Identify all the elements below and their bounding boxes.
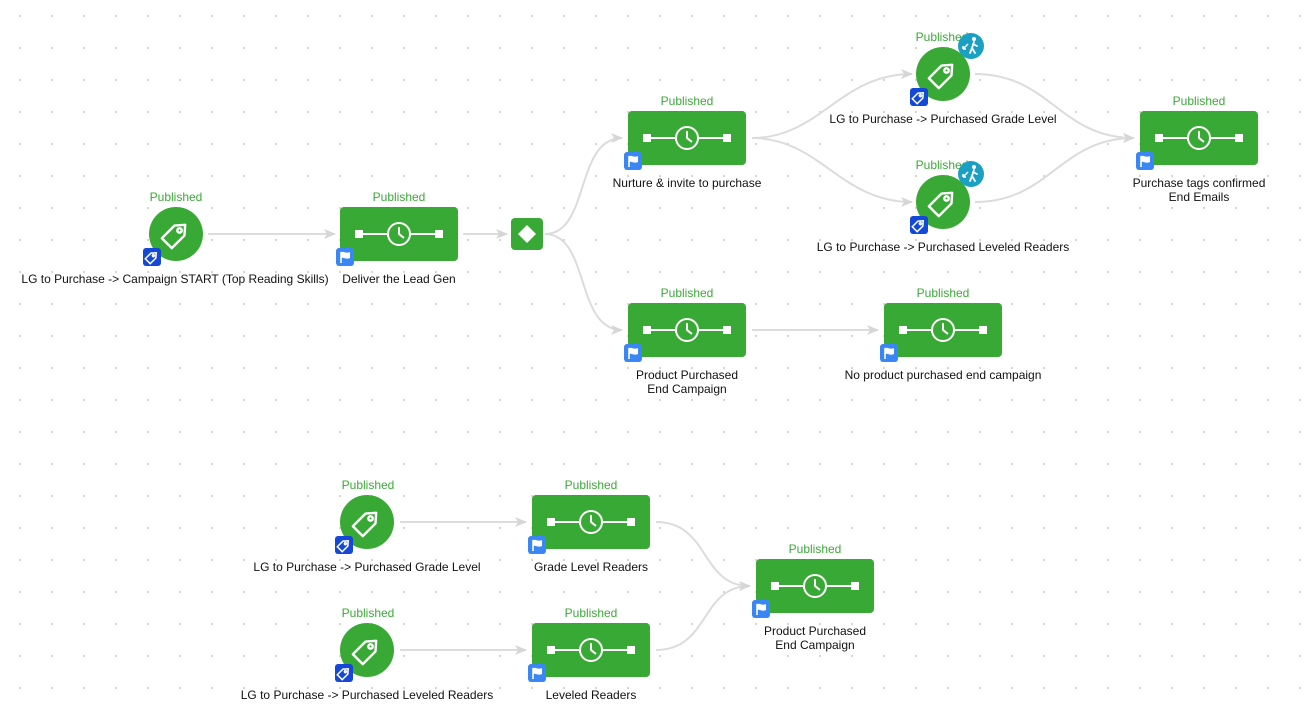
walk-out-icon [962,165,978,182]
flag-icon [756,603,766,615]
email-sequence-node[interactable] [532,495,650,549]
delay-timeline-icon [547,638,635,662]
status-label: Published [916,286,970,300]
flag-badge [336,248,354,266]
email-sequence-node[interactable] [756,559,874,613]
edge-n6-n7 [974,133,1135,203]
node-label: LG to Purchase -> Purchased Grade Level [829,112,1057,126]
flag-icon [532,667,542,679]
flag-icon [340,251,350,263]
tag-icon [927,191,954,218]
node-label: No product purchased end campaign [844,368,1042,382]
tag-badge [335,536,353,554]
delay-timeline-icon [547,510,635,534]
edge-n3-n8[interactable] [544,233,623,335]
status-label: Published [372,190,426,204]
tag-badge [910,88,928,106]
email-sequence-node[interactable] [628,303,746,357]
status-label: Published [149,190,203,204]
flag-badge [624,152,642,170]
tag-icon [336,667,350,681]
flag-icon [628,155,638,167]
flag-icon [532,539,542,551]
status-label: Published [341,478,395,492]
tag-badge [143,248,161,266]
edge-n5-n7 [974,73,1135,143]
tag-icon [160,223,187,250]
tag-icon [351,511,378,538]
label-line: End Emails [1168,190,1230,204]
label-line: End Campaign [775,638,855,652]
delay-timeline-icon [643,126,731,150]
exit-campaign-badge[interactable] [958,33,984,59]
tag-icon [144,251,158,265]
flag-badge [752,600,770,618]
status-label: Published [788,542,842,556]
edge-n4-n6[interactable] [751,137,913,207]
tag-badge [335,664,353,682]
condition-split-node[interactable] [511,218,543,250]
tag-icon [336,539,350,553]
flag-icon [628,347,638,359]
tag-icon [351,639,378,666]
status-label: Published [1172,94,1226,108]
tag-trigger-node[interactable] [149,207,203,261]
tag-badge [910,216,928,234]
flag-badge [528,536,546,554]
label-line: Purchase tags confirmed [1132,176,1266,190]
node-label: Nurture & invite to purchase [612,176,762,190]
email-sequence-node[interactable] [1140,111,1258,165]
delay-timeline-icon [771,574,859,598]
node-label: Leveled Readers [545,688,637,702]
status-label: Published [915,158,969,172]
node-label: LG to Purchase -> Purchased Leveled Read… [816,240,1070,254]
node-label: LG to Purchase -> Purchased Leveled Read… [240,688,494,702]
exit-campaign-badge[interactable] [958,161,984,187]
status-label: Published [660,94,714,108]
tag-icon [911,219,925,233]
email-sequence-node[interactable] [884,303,1002,357]
label-line: Product Purchased [635,368,739,382]
flag-badge [528,664,546,682]
email-sequence-node[interactable] [532,623,650,677]
delay-timeline-icon [643,318,731,342]
edge-n4-n5[interactable] [751,69,913,139]
node-label: LG to Purchase -> Purchased Grade Level [253,560,481,574]
diamond-icon [518,225,536,243]
node-label: Grade Level Readers [533,560,649,574]
flag-badge [1136,152,1154,170]
status-label: Published [564,478,618,492]
node-label: LG to Purchase -> Campaign START (Top Re… [21,272,329,286]
flag-icon [884,347,894,359]
edge-n13-n14[interactable] [655,581,751,651]
node-label: Deliver the Lead Gen [342,272,456,286]
edge-n11-n14[interactable] [655,521,751,591]
email-sequence-node[interactable] [340,207,458,261]
delay-timeline-icon [899,318,987,342]
status-label: Published [564,606,618,620]
flag-badge [880,344,898,362]
edge-n3-n4[interactable] [544,133,623,235]
tag-icon [911,91,925,105]
walk-out-icon [962,37,978,54]
label-line: End Campaign [647,382,727,396]
flag-icon [1140,155,1150,167]
delay-timeline-icon [1155,126,1243,150]
flag-badge [624,344,642,362]
status-label: Published [341,606,395,620]
status-label: Published [660,286,714,300]
tag-icon [927,63,954,90]
label-line: Product Purchased [763,624,867,638]
status-label: Published [915,30,969,44]
email-sequence-node[interactable] [628,111,746,165]
delay-timeline-icon [355,222,443,246]
